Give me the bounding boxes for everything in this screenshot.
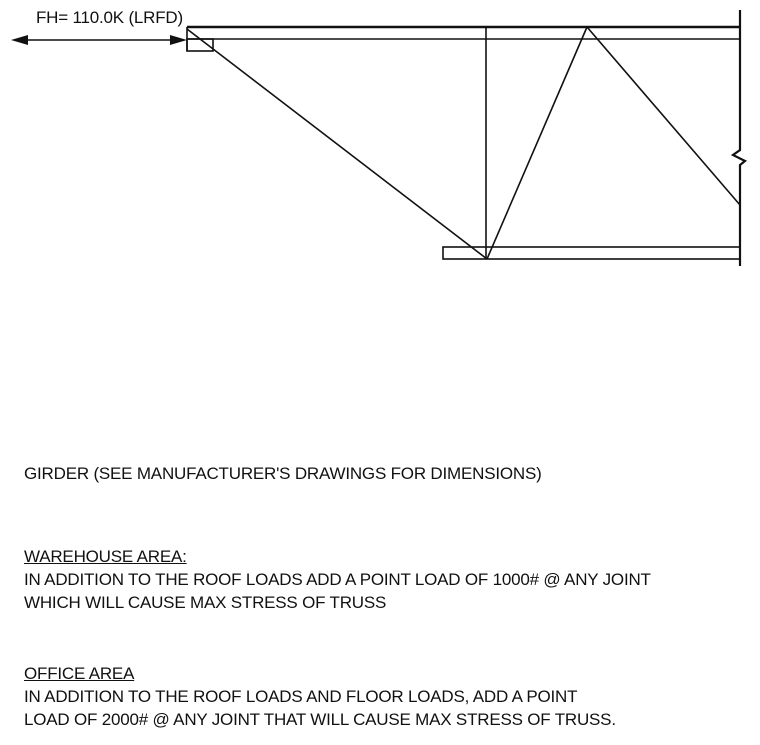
force-arrow-head-right bbox=[170, 35, 187, 45]
end-diagonal-web bbox=[186, 28, 488, 260]
warehouse-area-heading: WAREHOUSE AREA: bbox=[24, 547, 187, 566]
break-line bbox=[730, 10, 748, 266]
diagonal-web-down bbox=[586, 26, 741, 206]
girder-note: GIRDER (SEE MANUFACTURER'S DRAWINGS FOR … bbox=[24, 464, 542, 483]
horizontal-force-label: FH= 110.0K (LRFD) bbox=[36, 8, 183, 27]
office-note-line-1: IN ADDITION TO THE ROOF LOADS AND FLOOR … bbox=[24, 687, 578, 706]
diagonal-web-up bbox=[486, 26, 588, 260]
force-arrow-head-left bbox=[11, 35, 28, 45]
warehouse-note-line-1: IN ADDITION TO THE ROOF LOADS ADD A POIN… bbox=[24, 570, 651, 589]
office-area-heading: OFFICE AREA bbox=[24, 664, 135, 683]
warehouse-note-line-2: WHICH WILL CAUSE MAX STRESS OF TRUSS bbox=[24, 593, 387, 612]
office-note-line-2: LOAD OF 2000# @ ANY JOINT THAT WILL CAUS… bbox=[24, 710, 616, 729]
